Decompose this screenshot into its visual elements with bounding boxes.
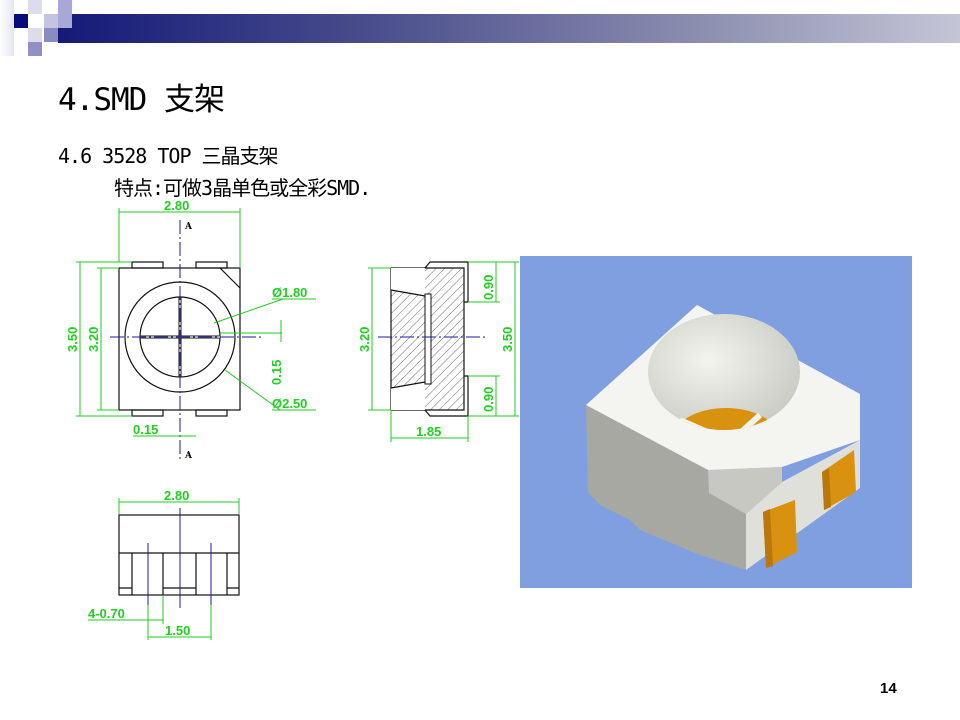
section-label-bottom: A (184, 451, 193, 461)
dim-gap-vertical: 0.15 (269, 360, 284, 385)
header-bar (58, 14, 960, 43)
bottom-view: 2.80 4-0.70 1.50 (88, 488, 240, 640)
side-dim-depth: 1.85 (416, 424, 441, 439)
side-dim-height-body: 3.20 (357, 327, 372, 352)
slide-title: 4.SMD 支架 (58, 82, 225, 118)
side-dim-pad-top: 0.90 (481, 275, 496, 300)
side-dim-height-outer: 3.50 (500, 327, 515, 352)
page-number: 14 (880, 680, 897, 697)
bottom-dim-width: 2.80 (164, 488, 189, 503)
section-label-top: A (184, 222, 193, 232)
front-view: 2.80 A A 3.50 3.20 Ø1.80 Ø2.50 0.15 0.15 (65, 198, 316, 462)
side-view: 3.20 3.50 0.90 0.90 1.85 (357, 261, 519, 442)
dim-height-body: 3.20 (86, 327, 101, 352)
led-3d-render (520, 256, 912, 588)
dim-gap-horizontal: 0.15 (133, 422, 158, 437)
bottom-dim-pad-width: 4-0.70 (88, 606, 125, 621)
dim-outer-diameter: Ø2.50 (272, 396, 307, 411)
side-dim-pad-bottom: 0.90 (481, 387, 496, 412)
bottom-dim-pitch: 1.50 (165, 623, 190, 638)
slide-subtitle: 4.6 3528 TOP 三晶支架 (58, 144, 279, 168)
dim-width: 2.80 (164, 198, 189, 213)
dim-inner-diameter: Ø1.80 (272, 285, 307, 300)
feature-text: 特点:可做3晶单色或全彩SMD. (114, 176, 371, 200)
dim-height-outer: 3.50 (65, 327, 80, 352)
